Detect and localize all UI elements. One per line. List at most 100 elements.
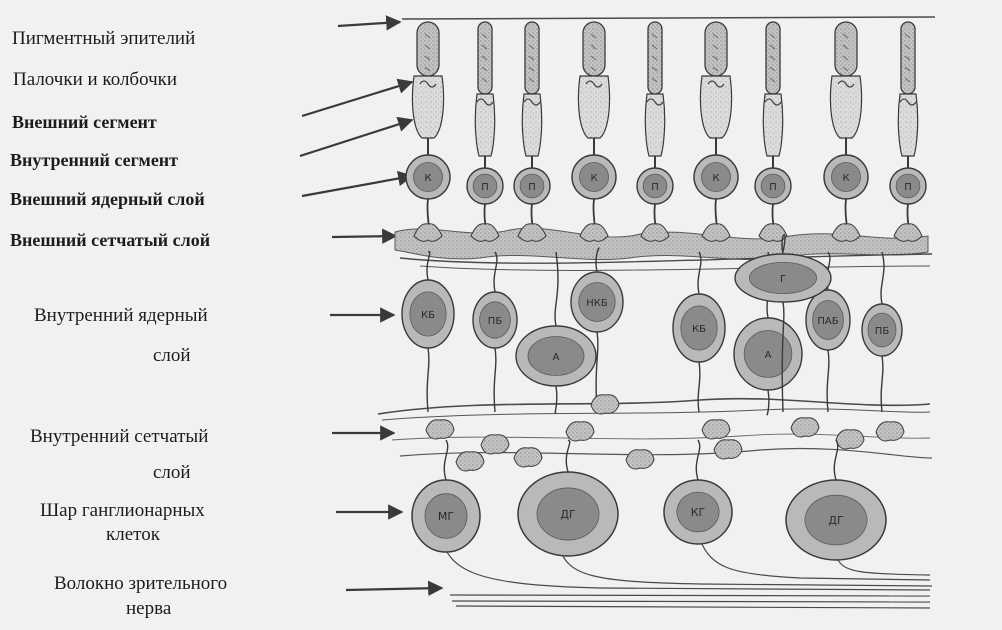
arrow-outer-seg	[299, 116, 414, 158]
mitochondria-mark	[523, 98, 541, 106]
segment-stripe	[424, 66, 431, 72]
axon	[766, 389, 770, 416]
mitochondria-mark	[707, 80, 725, 88]
segment-stripe	[481, 55, 488, 61]
cell-nucleus	[812, 300, 844, 340]
segment-stripe	[904, 66, 911, 72]
inner-nuclear-cell-8: ПБ	[861, 251, 903, 413]
photoreceptor-label: К	[842, 173, 849, 184]
segment-stripe	[842, 55, 849, 61]
nucleus-core	[642, 173, 668, 199]
segment-stripe	[769, 55, 776, 61]
nucleus-core	[895, 173, 921, 199]
synaptic-blob-6	[701, 419, 731, 440]
synaptic-terminal	[831, 223, 861, 242]
segment-stripe	[842, 66, 849, 72]
cell-label: КБ	[692, 324, 706, 335]
dendrite	[554, 251, 559, 327]
synaptic-blob-5	[625, 449, 655, 470]
cell-label: А	[765, 350, 772, 361]
synaptic-terminal	[893, 223, 923, 242]
dendrite	[565, 439, 571, 473]
synaptic-blob-1	[425, 419, 455, 440]
inner-segment	[829, 75, 863, 139]
cell-label: ПАБ	[817, 316, 838, 327]
outer-segment	[704, 21, 728, 77]
segment-stripe	[769, 77, 776, 83]
segment-stripe	[590, 66, 597, 72]
segment-stripe	[904, 33, 911, 39]
dendrite	[443, 439, 449, 481]
synaptic-blob-7	[713, 439, 743, 460]
inner-nuclear-cell-1: КБ	[401, 251, 455, 413]
segment-stripe	[651, 55, 658, 61]
segment-stripe	[842, 33, 849, 39]
cell-label: КБ	[421, 310, 435, 321]
synaptic-terminal	[579, 223, 609, 242]
dendrite	[697, 251, 702, 295]
segment-stripe	[769, 33, 776, 39]
mitochondria-mark	[585, 80, 603, 88]
inner-nuclear-cell-6: А	[733, 251, 803, 416]
segment-stripe	[904, 44, 911, 50]
inner-segment	[699, 75, 733, 139]
segment-stripe	[424, 33, 431, 39]
segment-stripe	[424, 55, 431, 61]
segment-stripe	[590, 55, 597, 61]
label-outer-nuclear-layer: Внешний ядерный слой	[10, 189, 205, 209]
cell-label: ПБ	[875, 326, 890, 337]
label-optic-nerve-fiber-line1: Волокно зрительного	[54, 573, 228, 594]
cell-nucleus	[578, 282, 616, 322]
mitochondria-mark	[419, 80, 437, 88]
mitochondria-mark	[899, 98, 917, 106]
segment-stripe	[481, 66, 488, 72]
segment-stripe	[590, 44, 597, 50]
photoreceptor-rod-5: П	[636, 21, 674, 242]
cell-nucleus	[479, 301, 511, 339]
synaptic-blob-4	[590, 394, 620, 415]
segment-stripe	[712, 33, 719, 39]
cell-nucleus	[536, 487, 600, 541]
cell-label: Г	[780, 274, 786, 285]
nucleus-core	[413, 162, 443, 192]
photoreceptor-rod-3: П	[513, 21, 551, 242]
segment-stripe	[528, 33, 535, 39]
segment-stripe	[481, 77, 488, 83]
mitochondria-mark	[764, 98, 782, 106]
nucleus-core	[831, 162, 861, 192]
synaptic-terminal	[413, 223, 443, 242]
ganglion-label: МГ	[438, 510, 454, 523]
segment-stripe	[651, 44, 658, 50]
segment-stripe	[712, 66, 719, 72]
nucleus-core	[701, 162, 731, 192]
ganglion-layer: МГ ДГ КГ ДГ	[411, 439, 887, 561]
segment-stripe	[424, 44, 431, 50]
cell-label: А	[553, 352, 560, 363]
inner-nuclear-cell-5: КБ	[672, 251, 726, 413]
segment-stripe	[528, 77, 535, 83]
label-inner-plexiform-layer-line1: Внутренний сетчатый	[30, 426, 209, 447]
arrow-outer-plex	[331, 228, 398, 244]
ganglion-label: ДГ	[828, 514, 844, 527]
synaptic-blob-11	[455, 451, 485, 472]
cell-nucleus	[424, 493, 468, 539]
synaptic-terminal	[758, 223, 788, 242]
mitochondria-mark	[476, 98, 494, 106]
ganglion-label: КГ	[691, 506, 706, 519]
cell-nucleus	[743, 330, 793, 378]
axon	[697, 361, 701, 413]
nucleus-core	[472, 173, 498, 199]
inner-segment	[521, 93, 543, 157]
photoreceptor-rod-9: П	[889, 21, 927, 242]
axon	[554, 385, 558, 414]
segment-stripe	[712, 55, 719, 61]
ganglion-cell-4: ДГ	[785, 439, 887, 561]
label-optic-nerve-fiber-line2: нерва	[126, 598, 172, 619]
photoreceptor-cone-6: К	[693, 21, 739, 242]
ganglion-cell-2: ДГ	[517, 439, 619, 557]
inner-segment	[762, 93, 784, 157]
photoreceptor-cone-4: К	[571, 21, 617, 242]
inner-plexiform-band	[377, 397, 933, 459]
